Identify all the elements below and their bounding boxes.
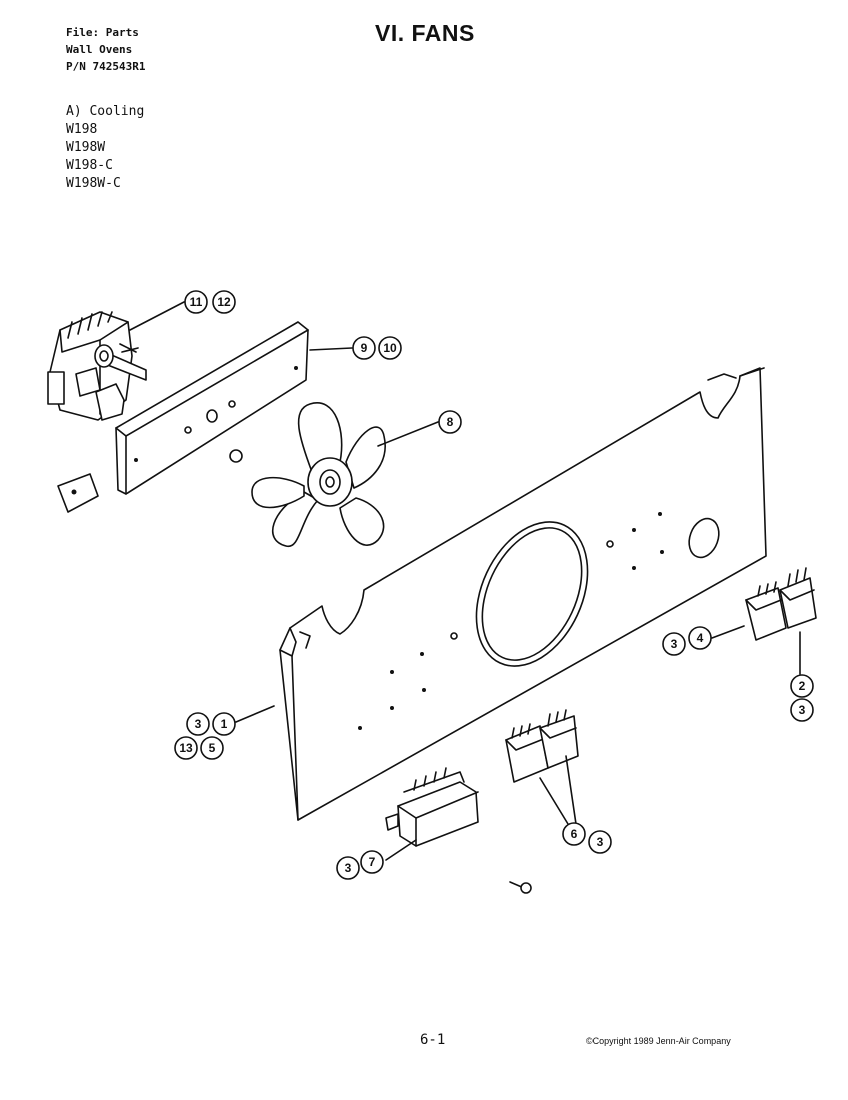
screw [509,881,532,894]
svg-text:3: 3 [799,703,806,717]
leader-lines [129,301,801,861]
svg-text:2: 2 [799,679,806,693]
callout-relay-center: 6 3 [562,822,612,854]
svg-text:6: 6 [571,827,578,841]
callout-fan-blade: 8 [438,410,462,434]
callout-panel: 3 1 13 5 [174,712,236,760]
svg-text:12: 12 [217,295,231,309]
file-info: File: Parts Wall Ovens P/N 742543R1 [66,24,145,75]
model-w198w-c: W198W-C [66,176,121,191]
cooling-panel [279,367,767,821]
section-info: A) Cooling W198 W198W W198-C W198W-C [66,103,144,193]
svg-text:3: 3 [345,861,352,875]
callout-transformer: 3 7 [336,850,384,880]
mounting-clip [57,473,99,513]
copyright-notice: ©Copyright 1989 Jenn-Air Company [586,1036,731,1046]
page-number: 6-1 [420,1032,446,1048]
callout-motor: 11 12 [184,290,236,314]
svg-text:3: 3 [671,637,678,651]
svg-text:4: 4 [697,631,704,645]
svg-text:1: 1 [221,717,228,731]
product-line: Wall Ovens [66,43,133,56]
svg-text:5: 5 [209,741,216,755]
model-w198-c: W198-C [66,158,113,173]
page-title: VI. FANS [375,20,475,46]
section-heading: A) Cooling [66,104,145,119]
callout-relay-right: 3 4 [662,626,712,656]
fan-motor [47,311,147,421]
model-w198w: W198W [66,140,106,155]
svg-text:3: 3 [597,835,604,849]
svg-text:8: 8 [447,415,454,429]
relay-pair-right [745,567,817,641]
fan-blade [251,402,386,547]
file-line: File: Parts [66,26,139,39]
svg-text:13: 13 [179,741,193,755]
callout-bracket: 9 10 [352,336,402,360]
svg-text:7: 7 [369,855,376,869]
svg-text:11: 11 [190,295,203,309]
callout-relay-right-lower: 2 3 [790,674,814,722]
svg-text:3: 3 [195,717,202,731]
motor-bracket [115,321,309,495]
relay-pair-center [505,709,579,783]
model-w198: W198 [66,122,98,137]
svg-text:9: 9 [361,341,368,355]
transformer [385,767,479,847]
svg-text:10: 10 [383,341,397,355]
part-number-line: P/N 742543R1 [66,60,146,73]
